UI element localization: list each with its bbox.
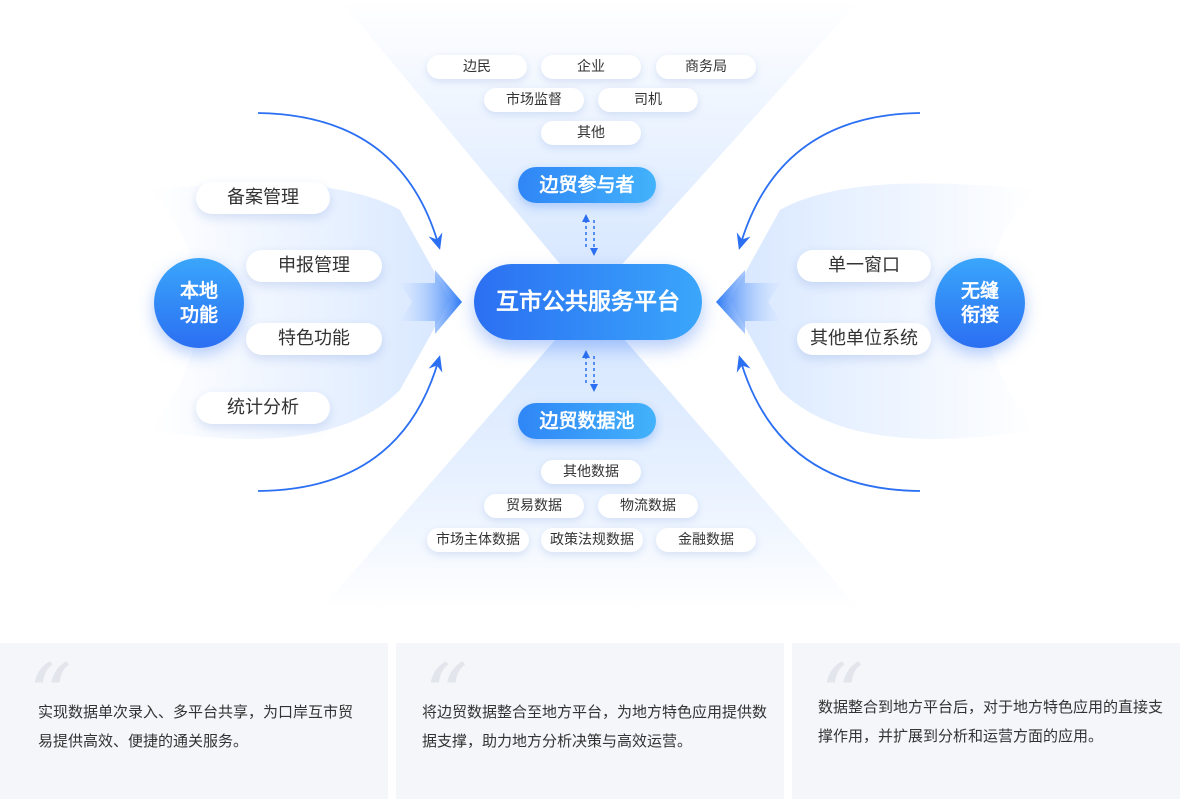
data-pool-pill: 其他数据	[541, 460, 641, 484]
local-item: 特色功能	[246, 323, 382, 355]
participants-title: 边贸参与者	[518, 167, 656, 203]
card-text: 数据整合到地方平台后，对于地方特色应用的直接支撑作用，并扩展到分析和运营方面的应…	[818, 698, 1164, 745]
participant-pill: 边民	[427, 55, 527, 79]
local-item: 统计分析	[196, 392, 330, 424]
seamless-circle: 无缝 衔接	[935, 258, 1025, 348]
data-pool-pill: 政策法规数据	[541, 528, 643, 552]
seamless-item: 其他单位系统	[797, 323, 931, 355]
seamless-circle-line2: 衔接	[960, 304, 999, 326]
participant-pill: 市场监督	[484, 88, 584, 112]
quote-icon: “	[28, 646, 72, 746]
card-text: 实现数据单次录入、多平台共享，为口岸互市贸易提供高效、便捷的通关服务。	[38, 703, 354, 750]
seamless-item: 单一窗口	[797, 250, 931, 282]
feature-card: “ 实现数据单次录入、多平台共享，为口岸互市贸易提供高效、便捷的通关服务。	[0, 643, 388, 799]
diagram: 边民 企业 商务局 市场监督 司机 其他 边贸参与者 互市公共服务平台 边贸数据…	[150, 0, 1035, 610]
feature-card: “ 数据整合到地方平台后，对于地方特色应用的直接支撑作用，并扩展到分析和运营方面…	[792, 643, 1180, 799]
quote-icon: “	[424, 646, 468, 746]
card-text: 将边贸数据整合至地方平台，为地方特色应用提供数据支撑，助力地方分析决策与高效运营…	[422, 703, 768, 750]
feature-card: “ 将边贸数据整合至地方平台，为地方特色应用提供数据支撑，助力地方分析决策与高效…	[396, 643, 784, 799]
seamless-circle-line1: 无缝	[960, 280, 999, 302]
participant-pill: 其他	[541, 121, 641, 145]
participant-pill: 商务局	[656, 55, 756, 79]
data-pool-pill: 金融数据	[656, 528, 756, 552]
participant-pill: 企业	[541, 55, 641, 79]
local-circle-line2: 功能	[179, 304, 218, 326]
local-item: 申报管理	[246, 250, 382, 282]
local-item: 备案管理	[196, 182, 330, 214]
data-pool-title: 边贸数据池	[518, 403, 656, 439]
data-pool-pill: 贸易数据	[484, 494, 584, 518]
local-circle-line1: 本地	[179, 280, 218, 302]
data-pool-pill: 物流数据	[598, 494, 698, 518]
local-circle: 本地 功能	[154, 258, 244, 348]
quote-icon: “	[820, 646, 864, 746]
data-pool-pill: 市场主体数据	[427, 528, 529, 552]
participant-pill: 司机	[598, 88, 698, 112]
hub-platform: 互市公共服务平台	[474, 264, 702, 340]
